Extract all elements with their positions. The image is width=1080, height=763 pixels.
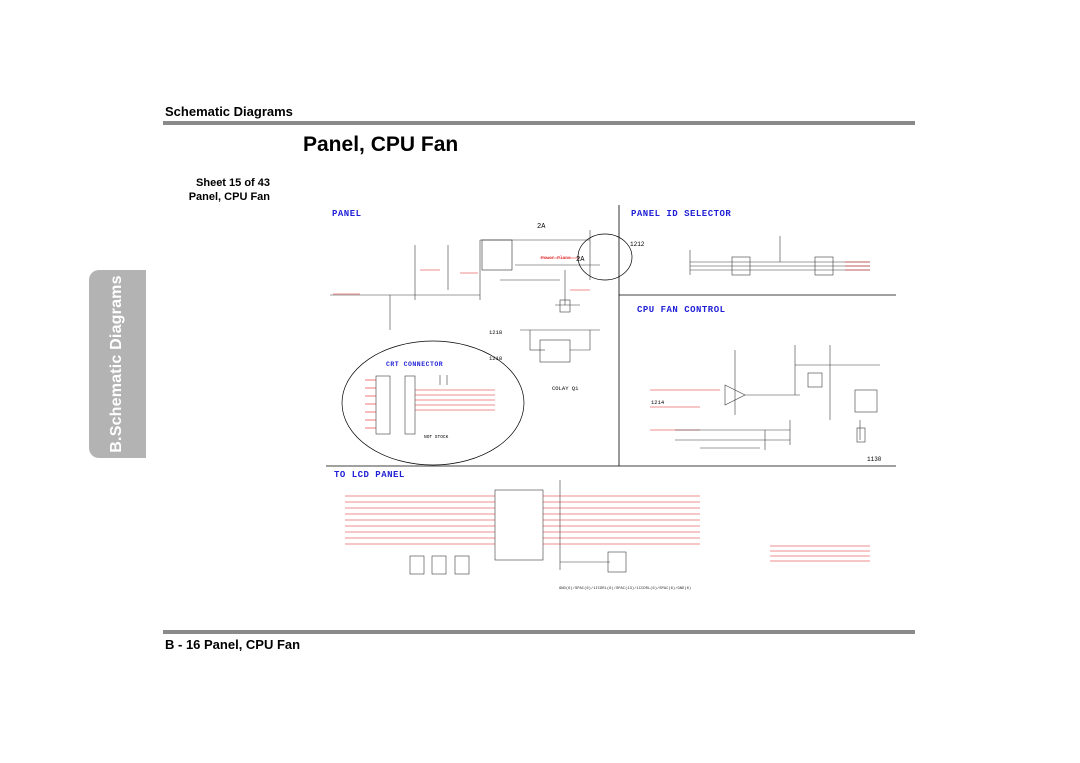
sheet-info: Sheet 15 of 43 Panel, CPU Fan [150,176,270,204]
cpu-fan-heading: CPU FAN CONTROL [637,305,726,315]
side-tab: B.Schematic Diagrams [89,270,146,458]
net-1130-label: 1130 [867,456,882,463]
panel-heading: PANEL [332,209,362,219]
crt-heading: CRT CONNECTOR [386,361,443,368]
sheet-name: Panel, CPU Fan [188,191,270,203]
page-title: Panel, CPU Fan [303,133,459,156]
net-1214-label: 1214 [651,399,665,406]
header-rule [163,121,915,125]
power-plane-label: Power Plane [541,255,571,261]
net-1212-label: 1212 [630,241,645,248]
footer-label: B - 16 Panel, CPU Fan [165,637,301,652]
gnd-line-label: GND(6)/SPAC(6)/1ICDRL(6)/SPAC(13)/1ICDRL… [559,586,691,591]
net-1218-label: 1218 [489,329,502,336]
net-1218b-label: 1218 [489,355,502,362]
current-2a-label: 2A [537,223,546,231]
section-title: Schematic Diagrams [165,104,293,119]
colay-label: COLAY Q1 [552,385,579,392]
panel-id-heading: PANEL ID SELECTOR [631,209,731,219]
current-2a-label-b: 2A [576,256,585,264]
footer-rule [163,630,915,634]
sheet-number: Sheet 15 of 43 [196,177,270,189]
lcd-heading: TO LCD PANEL [334,470,405,480]
not-stock-label: NOT STOCK [424,434,449,440]
